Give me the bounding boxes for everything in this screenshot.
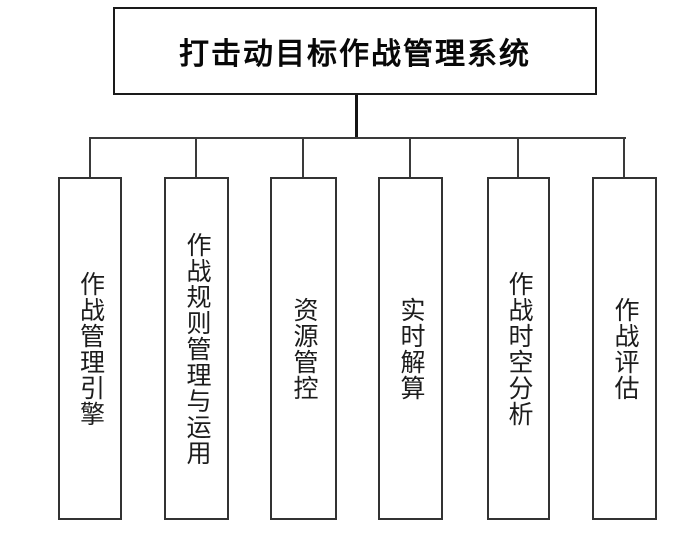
connector-drop-5	[517, 139, 519, 177]
module-label: 作战评估	[611, 296, 639, 401]
module-node-combat-management-engine: 作战管理引擎	[58, 177, 122, 520]
connector-drop-3	[302, 139, 304, 177]
root-node-system: 打击动目标作战管理系统	[113, 7, 597, 95]
module-node-realtime-calculation: 实时解算	[378, 177, 443, 520]
connector-rail	[89, 137, 626, 139]
connector-stub	[355, 95, 358, 139]
module-label: 资源管控	[290, 296, 318, 401]
module-label: 作战管理引擎	[76, 270, 105, 427]
connector-drop-2	[195, 139, 197, 177]
connector-drop-4	[409, 139, 411, 177]
module-node-resource-control: 资源管控	[270, 177, 337, 520]
connector-drop-6	[623, 139, 625, 177]
module-label: 作战规则管理与运用	[183, 231, 211, 466]
module-node-combat-assessment: 作战评估	[592, 177, 657, 520]
module-node-spatiotemporal-analysis: 作战时空分析	[487, 177, 550, 520]
module-node-combat-rules-management: 作战规则管理与运用	[164, 177, 229, 520]
module-label: 作战时空分析	[505, 270, 533, 427]
root-node-title: 打击动目标作战管理系统	[179, 38, 531, 71]
module-label: 实时解算	[397, 296, 425, 401]
connector-drop-1	[89, 139, 91, 177]
